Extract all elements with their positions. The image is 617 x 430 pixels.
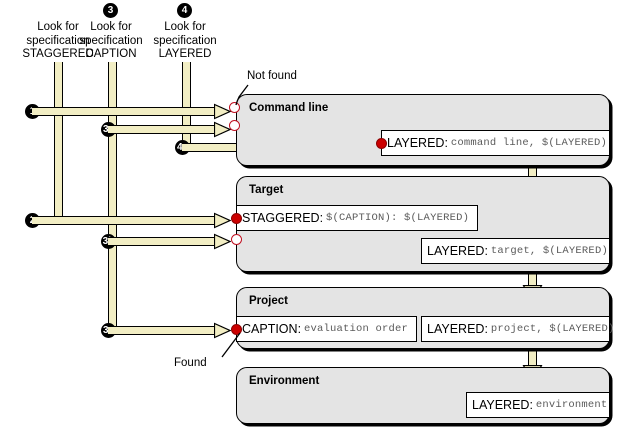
scope-title-environment: Environment (249, 375, 320, 387)
entry-key: LAYERED (427, 322, 485, 336)
arrowhead-step3a (214, 120, 231, 139)
lane-layered (182, 62, 191, 148)
scope-title-project: Project (249, 295, 288, 307)
entry-key: LAYERED (387, 136, 445, 150)
callout-not-found: Not found (247, 70, 297, 82)
leader-line-found (216, 331, 246, 361)
flow-step3b (108, 237, 222, 246)
arrowhead-step3c (214, 321, 231, 340)
entry-separator: : (484, 322, 488, 336)
connector-target-project (528, 268, 537, 290)
entry-separator: : (297, 322, 302, 336)
entry-environment-layered[interactable]: LAYERED : environment (466, 392, 610, 418)
entry-value: target, $(LAYERED) (490, 245, 608, 257)
scope-title-command-line: Command line (249, 102, 329, 114)
column-header-staggered: Look for specification STAGGERED (22, 21, 94, 60)
entry-value: $(CAPTION): $(LAYERED) (326, 212, 470, 224)
arrowhead-step3b (214, 232, 231, 251)
entry-separator: : (444, 136, 448, 150)
marker-not-found-target (231, 234, 242, 245)
entry-key: STAGGERED (242, 211, 320, 225)
flow-step3a (108, 125, 222, 134)
entry-separator: : (319, 211, 324, 225)
leader-line-not-found (228, 83, 252, 107)
entry-command-line-layered[interactable]: LAYERED : command line, $(LAYERED) (381, 130, 610, 156)
entry-separator: : (529, 398, 533, 412)
entry-separator: : (484, 244, 488, 258)
marker-found-command-line-layered (376, 138, 387, 149)
marker-found-project-caption (231, 324, 242, 335)
flow-step2 (32, 216, 222, 225)
marker-not-found-command-line-2 (229, 120, 240, 131)
lane-staggered (54, 62, 63, 223)
arrowhead-step2 (214, 211, 231, 230)
entry-project-caption[interactable]: CAPTION : evaluation order (236, 316, 417, 342)
scope-title-target: Target (249, 184, 284, 196)
entry-key: LAYERED (427, 244, 485, 258)
entry-value: command line, $(LAYERED) (450, 137, 607, 149)
entry-value: environment (535, 399, 608, 411)
entry-value: project, $(LAYERED) (490, 323, 615, 335)
callout-found: Found (174, 357, 207, 369)
connector-project-environment (528, 348, 537, 370)
entry-key: CAPTION (242, 322, 298, 336)
entry-target-layered[interactable]: LAYERED : target, $(LAYERED) (421, 238, 610, 264)
step-badge-4: 4 (177, 3, 192, 18)
arrowhead-step1 (214, 102, 231, 121)
step-badge-3: 3 (103, 3, 118, 18)
flow-step1 (32, 107, 222, 116)
flow-step3c (108, 326, 222, 335)
marker-found-target-staggered (231, 213, 242, 224)
column-header-caption: Look for specification CAPTION (79, 21, 143, 60)
entry-project-layered[interactable]: LAYERED : project, $(LAYERED) (421, 316, 614, 342)
entry-target-staggered[interactable]: STAGGERED : $(CAPTION): $(LAYERED) (236, 205, 478, 231)
entry-key: LAYERED (472, 398, 530, 412)
entry-value: evaluation order (304, 323, 409, 335)
lane-caption (108, 62, 117, 330)
marker-not-found-command-line-1 (229, 102, 240, 113)
column-header-layered: Look for specification LAYERED (153, 21, 217, 60)
